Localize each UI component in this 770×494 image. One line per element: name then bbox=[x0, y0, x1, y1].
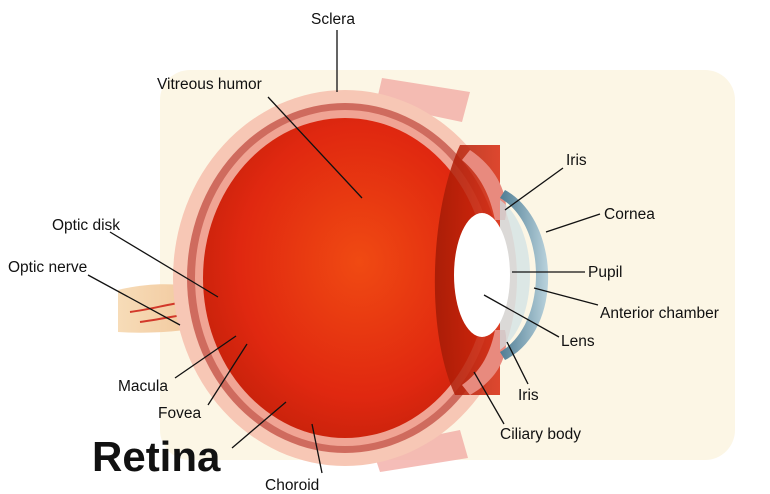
label-ciliary-body: Ciliary body bbox=[500, 426, 581, 443]
label-pupil: Pupil bbox=[588, 264, 622, 281]
label-optic-nerve: Optic nerve bbox=[8, 259, 87, 276]
label-cornea: Cornea bbox=[604, 206, 655, 223]
label-anterior-chamber: Anterior chamber bbox=[600, 305, 719, 322]
label-iris-bottom: Iris bbox=[518, 387, 539, 404]
label-choroid: Choroid bbox=[265, 477, 319, 494]
label-iris-top: Iris bbox=[566, 152, 587, 169]
label-fovea: Fovea bbox=[158, 405, 201, 422]
label-macula: Macula bbox=[118, 378, 168, 395]
label-lens: Lens bbox=[561, 333, 595, 350]
label-retina: Retina bbox=[92, 433, 221, 480]
label-vitreous-humor: Vitreous humor bbox=[157, 76, 262, 93]
label-optic-disk: Optic disk bbox=[52, 217, 120, 234]
lens-shape bbox=[454, 213, 510, 337]
label-sclera: Sclera bbox=[311, 11, 355, 28]
